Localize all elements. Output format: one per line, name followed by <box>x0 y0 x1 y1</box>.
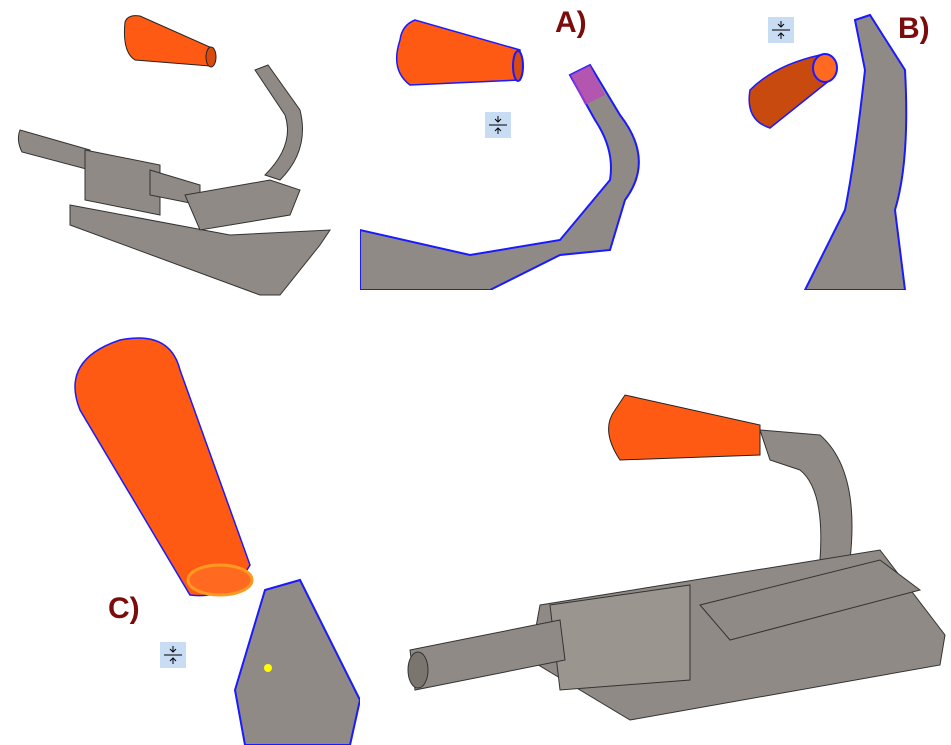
step-a-illustration <box>360 19 640 290</box>
exploded-view-illustration <box>17 15 331 296</box>
mate-constraint-icon[interactable] <box>160 642 186 668</box>
handle-knob <box>124 15 217 68</box>
step-a-label: A) <box>555 6 587 39</box>
step-b-label: B) <box>898 12 930 45</box>
step-b-illustration <box>748 13 908 290</box>
mate-constraint-icon[interactable] <box>768 17 794 43</box>
step-c-label: C) <box>108 592 140 625</box>
clamp-body <box>17 64 331 296</box>
step-c-illustration <box>74 337 360 745</box>
mate-constraint-icon[interactable] <box>485 112 511 138</box>
final-assembly-illustration <box>407 394 946 721</box>
